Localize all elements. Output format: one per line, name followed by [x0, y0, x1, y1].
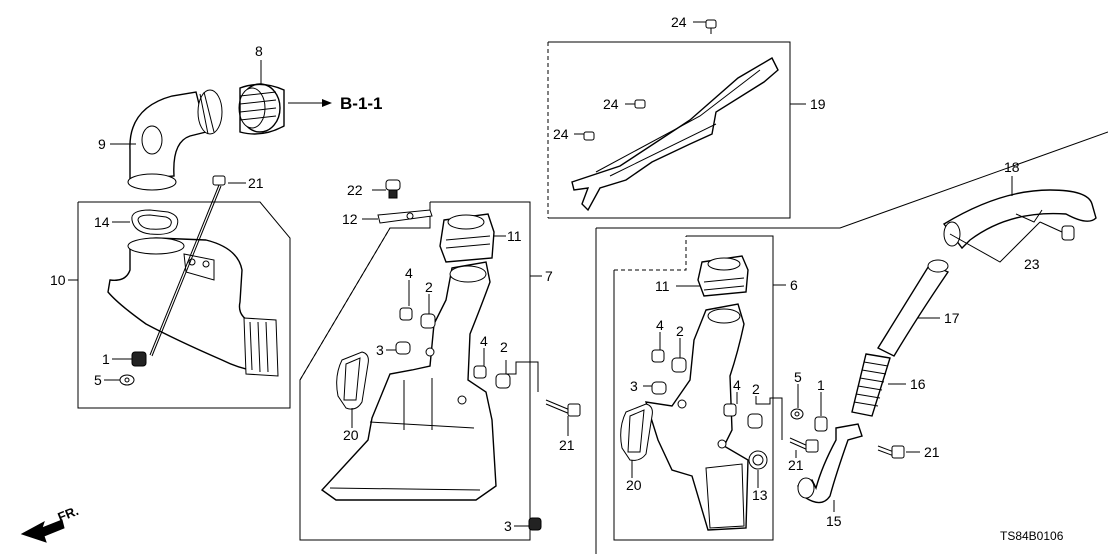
- grommet-part-3-center-a: [395, 341, 411, 355]
- hose-part-15: [796, 423, 863, 504]
- gasket-part-20-center: [336, 351, 369, 410]
- label-22: 22: [347, 182, 363, 198]
- grommet-part-4-right-b: [723, 403, 737, 417]
- label-13: 13: [752, 487, 768, 503]
- hose-part-17: [877, 259, 950, 357]
- label-11-right: 11: [655, 278, 670, 294]
- grommet-part-4-center-a: [399, 307, 413, 321]
- collar-part-2-center-a: [420, 313, 436, 329]
- group-box-upper-right: [547, 41, 791, 219]
- clip-part-22: [385, 179, 401, 199]
- label-11-center: 11: [507, 228, 522, 244]
- duct-part-18: [942, 189, 1097, 250]
- gasket-part-14: [131, 209, 179, 235]
- label-24-b: 24: [603, 96, 619, 112]
- grommet-part-1-right: [814, 416, 828, 432]
- washer-part-5-left: [119, 374, 135, 386]
- gasket-part-20-right: [620, 403, 653, 461]
- grommet-part-3-right-a: [651, 381, 667, 395]
- label-8: 8: [255, 43, 263, 59]
- grommet-part-3-center-b: [528, 517, 542, 531]
- cap-part-11-center: [439, 213, 495, 263]
- collar-part-2-right-b: [747, 413, 763, 429]
- label-23: 23: [1024, 256, 1040, 272]
- label-12: 12: [342, 211, 358, 227]
- collar-part-2-right-a: [671, 357, 687, 373]
- resonator-part-6: [644, 303, 749, 531]
- label-4-right-b: 4: [733, 377, 741, 393]
- label-1-left: 1: [102, 351, 110, 367]
- label-21-center: 21: [559, 437, 575, 453]
- collar-part-2-center-b: [495, 373, 511, 389]
- clip-part-24-b: [634, 99, 646, 109]
- label-17: 17: [944, 310, 960, 326]
- label-2-center-b: 2: [500, 339, 508, 355]
- group-box-center: [299, 201, 531, 541]
- label-20-center: 20: [343, 427, 359, 443]
- cap-part-11-right: [697, 255, 749, 297]
- label-5-right: 5: [794, 369, 802, 385]
- bolt-part-21-right-a: [789, 437, 819, 453]
- label-15: 15: [826, 513, 842, 529]
- grommet-part-1-left: [131, 351, 147, 367]
- label-4-center-b: 4: [480, 333, 488, 349]
- group-box-left: [77, 201, 291, 409]
- label-16: 16: [910, 376, 926, 392]
- front-direction-label: FR.: [56, 503, 81, 525]
- leader-lines: [68, 21, 1063, 527]
- label-19: 19: [810, 96, 826, 112]
- front-direction-arrow: FR.: [20, 503, 81, 543]
- label-21-top: 21: [248, 175, 264, 191]
- label-4-right-a: 4: [656, 317, 664, 333]
- hose-part-16: [851, 353, 891, 417]
- clip-part-24-c: [583, 131, 595, 141]
- label-21-right-a: 21: [788, 457, 804, 473]
- ref-label: B-1-1: [340, 94, 383, 113]
- label-7: 7: [545, 268, 553, 284]
- elbow-part-9: [127, 89, 223, 191]
- label-10: 10: [50, 272, 66, 288]
- grommet-part-4-right-a: [651, 349, 665, 363]
- gasket-part-13: [748, 450, 768, 470]
- shield-part-19: [571, 57, 779, 212]
- clip-part-24-a: [705, 19, 717, 34]
- label-5-left: 5: [94, 372, 102, 388]
- label-20-right: 20: [626, 477, 642, 493]
- label-9: 9: [98, 136, 106, 152]
- ref-arrow: [288, 99, 332, 107]
- clip-part-23: [1061, 225, 1075, 241]
- label-24-c: 24: [553, 126, 569, 142]
- label-3-center-b: 3: [504, 518, 512, 534]
- label-3-center-a: 3: [376, 342, 384, 358]
- grommet-part-4-center-b: [473, 365, 487, 379]
- bolt-part-21-top: [149, 175, 226, 357]
- part-labels: 8 9 21 14 10 1 5 B-1-1 22 12 11 7 4 2 3 …: [50, 14, 1064, 543]
- label-4-center-a: 4: [405, 265, 413, 281]
- resonator-part-7: [320, 261, 497, 501]
- label-18: 18: [1004, 159, 1020, 175]
- washer-part-5-right: [790, 408, 804, 420]
- lower-duct-part-10: [107, 237, 279, 377]
- diagram-code: TS84B0106: [1000, 529, 1064, 543]
- bolt-part-21-right-b: [877, 445, 905, 459]
- label-2-center-a: 2: [425, 279, 433, 295]
- label-24-a: 24: [671, 14, 687, 30]
- label-1-right: 1: [817, 377, 825, 393]
- label-6: 6: [790, 277, 798, 293]
- label-3-right: 3: [630, 378, 638, 394]
- label-21-right-b: 21: [924, 444, 940, 460]
- label-14: 14: [94, 214, 110, 230]
- group-box-right: [595, 131, 1108, 554]
- coupler-part-8: [238, 83, 285, 135]
- clip-part-12: [377, 209, 433, 224]
- label-2-right-a: 2: [676, 323, 684, 339]
- label-2-right-b: 2: [752, 381, 760, 397]
- bolt-part-21-center: [545, 399, 581, 417]
